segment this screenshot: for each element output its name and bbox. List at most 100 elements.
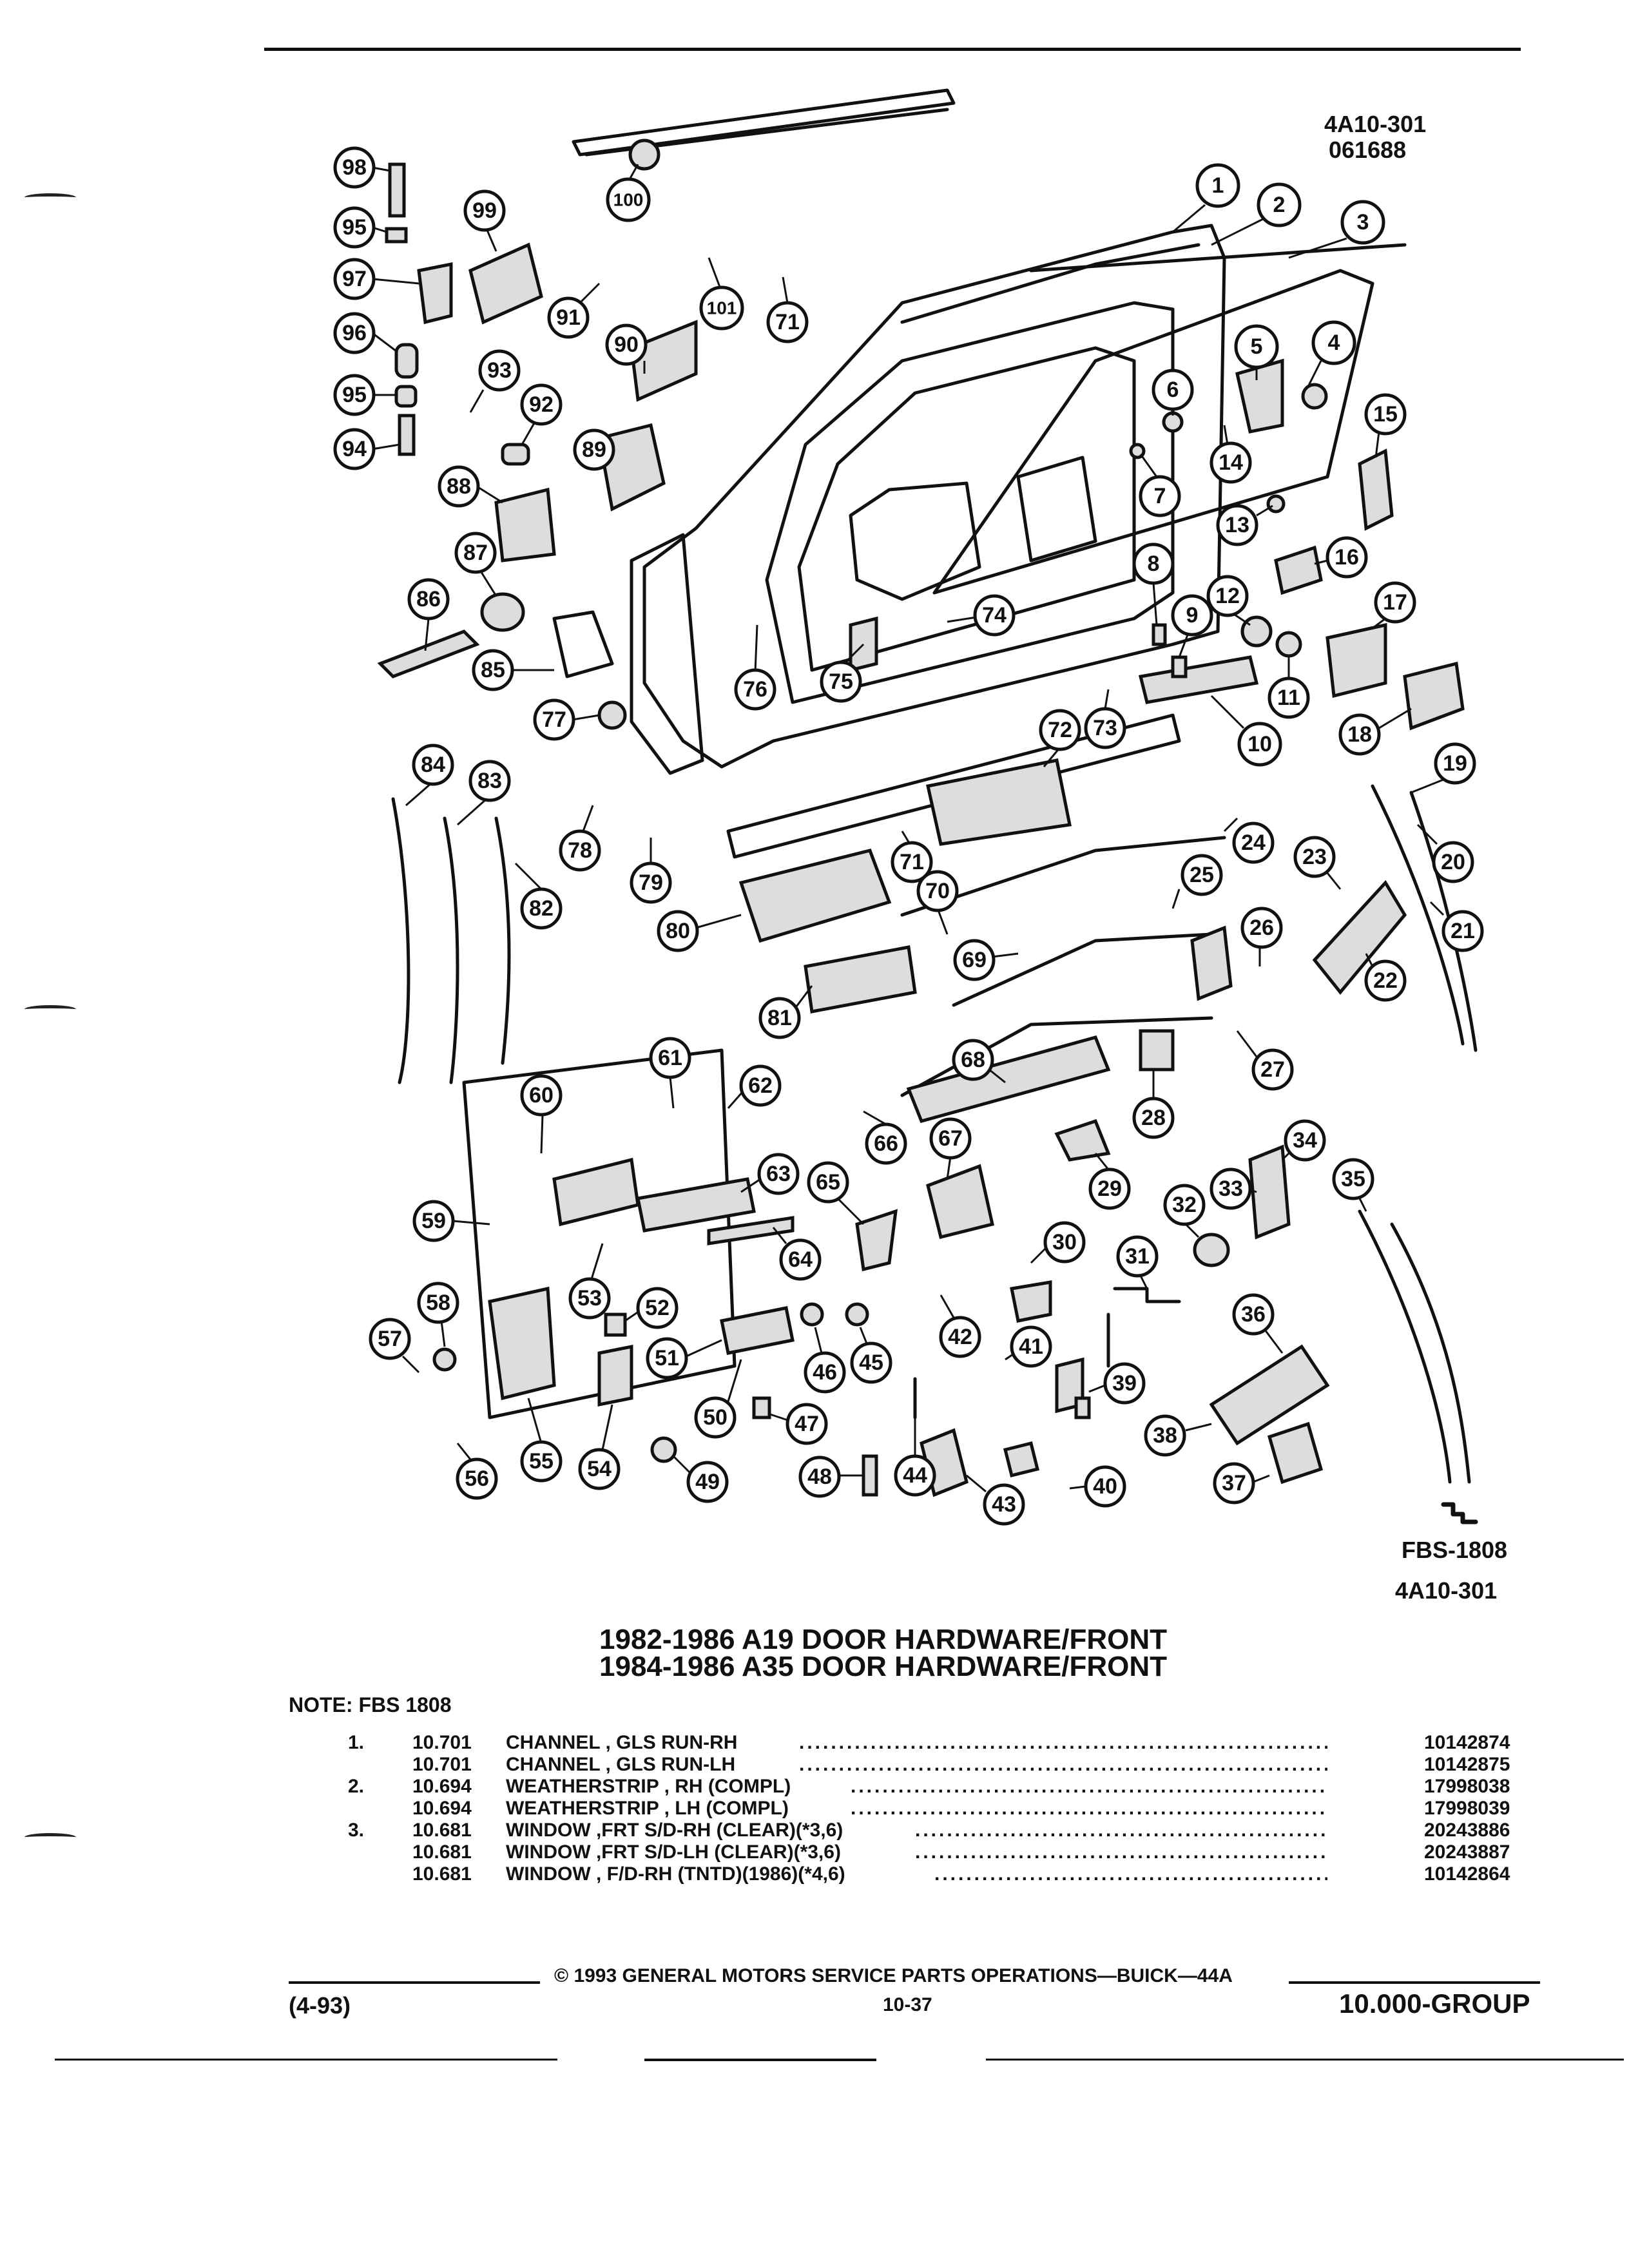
svg-text:69: 69 (962, 948, 987, 972)
svg-text:92: 92 (529, 392, 554, 417)
callout-65: 65 (807, 1161, 865, 1225)
fbs-label: FBS-1808 (1402, 1537, 1508, 1563)
svg-text:3: 3 (1357, 210, 1369, 235)
svg-text:48: 48 (807, 1465, 832, 1489)
punch-mark (24, 1833, 76, 1841)
svg-text:96: 96 (342, 321, 367, 345)
svg-text:38: 38 (1153, 1423, 1177, 1448)
callout-31: 31 (1116, 1235, 1159, 1289)
item-number: 3. (348, 1820, 365, 1841)
leader-dots: ........................................… (934, 1863, 1327, 1885)
svg-text:81: 81 (767, 1006, 792, 1030)
svg-text:98: 98 (342, 155, 367, 180)
callout-86: 86 (407, 578, 450, 651)
svg-text:8: 8 (1148, 552, 1160, 576)
callout-97: 97 (333, 258, 419, 300)
svg-text:14: 14 (1219, 450, 1243, 475)
svg-text:70: 70 (925, 879, 950, 903)
svg-text:71: 71 (900, 850, 924, 874)
item-number: 2. (348, 1776, 365, 1797)
svg-text:16: 16 (1335, 545, 1359, 570)
svg-text:61: 61 (658, 1046, 682, 1070)
footer-rule-left (289, 1981, 540, 1984)
svg-text:72: 72 (1048, 718, 1072, 742)
svg-text:65: 65 (816, 1170, 840, 1195)
svg-text:33: 33 (1219, 1177, 1243, 1201)
punch-mark (24, 1005, 76, 1014)
svg-text:90: 90 (614, 332, 639, 357)
svg-text:7: 7 (1154, 484, 1166, 508)
callout-79: 79 (630, 838, 672, 904)
svg-text:75: 75 (829, 669, 853, 694)
callout-89: 89 (573, 428, 615, 471)
svg-text:89: 89 (582, 437, 606, 462)
svg-text:9: 9 (1186, 603, 1199, 628)
callout-72: 72 (1039, 709, 1081, 767)
callout-73: 73 (1084, 689, 1126, 749)
svg-text:50: 50 (703, 1405, 728, 1430)
description: WINDOW ,FRT S/D-LH (CLEAR)(*3,6) (506, 1841, 841, 1863)
callout-25: 25 (1171, 854, 1223, 909)
svg-text:67: 67 (938, 1126, 963, 1151)
svg-text:37: 37 (1222, 1471, 1246, 1495)
group-number: 10.701 (412, 1754, 472, 1775)
callout-91: 91 (547, 282, 601, 339)
svg-text:87: 87 (463, 541, 488, 565)
callout-62: 62 (727, 1064, 782, 1109)
svg-text:42: 42 (948, 1325, 972, 1349)
callout-3: 3 (1288, 200, 1385, 259)
callout-63: 63 (740, 1153, 800, 1195)
callout-54: 54 (578, 1404, 621, 1490)
svg-text:56: 56 (465, 1466, 489, 1491)
callout-55: 55 (520, 1398, 563, 1483)
callout-28: 28 (1132, 1070, 1175, 1139)
description: WEATHERSTRIP , RH (COMPL) (506, 1776, 791, 1797)
callout-68: 68 (952, 1039, 1006, 1084)
fbs-logo-icon (1441, 1502, 1478, 1524)
callout-101: 101 (699, 257, 744, 331)
svg-text:68: 68 (961, 1048, 985, 1072)
callout-50: 50 (694, 1359, 742, 1439)
svg-text:51: 51 (655, 1346, 679, 1370)
callout-24: 24 (1223, 817, 1275, 864)
callout-70: 70 (916, 870, 959, 935)
callout-4: 4 (1307, 320, 1356, 387)
callout-95b: 95 (333, 206, 387, 249)
callout-14: 14 (1210, 425, 1252, 484)
group-number: 10.681 (412, 1841, 472, 1863)
parts-row: 3. 10.681 WINDOW ,FRT S/D-RH (CLEAR)(*3,… (335, 1820, 1510, 1843)
callout-8: 8 (1132, 543, 1175, 626)
callout-43: 43 (966, 1474, 1025, 1526)
bottom-rule (55, 2059, 557, 2061)
callout-7: 7 (1139, 454, 1181, 517)
parts-row: 10.694 WEATHERSTRIP , LH (COMPL) .......… (335, 1798, 1510, 1821)
svg-text:20: 20 (1441, 850, 1465, 874)
callout-1: 1 (1172, 163, 1240, 233)
svg-text:36: 36 (1241, 1302, 1266, 1327)
svg-text:32: 32 (1172, 1193, 1197, 1217)
svg-text:6: 6 (1167, 378, 1179, 402)
svg-text:94: 94 (342, 437, 367, 461)
svg-text:58: 58 (426, 1291, 450, 1315)
callout-10: 10 (1210, 695, 1282, 767)
parts-row: 1. 10.701 CHANNEL , GLS RUN-RH .........… (335, 1732, 1510, 1755)
description: CHANNEL , GLS RUN-LH (506, 1754, 736, 1775)
callout-66: 66 (863, 1110, 907, 1165)
callout-42: 42 (939, 1294, 981, 1358)
callout-40: 40 (1069, 1465, 1126, 1508)
svg-text:31: 31 (1125, 1244, 1150, 1269)
leader-dots: ........................................… (799, 1754, 1327, 1775)
callout-15: 15 (1364, 393, 1407, 458)
part-number: 17998039 (1424, 1798, 1510, 1819)
svg-text:97: 97 (342, 267, 367, 291)
svg-text:83: 83 (477, 769, 502, 793)
parts-row: 10.681 WINDOW , F/D-RH (TNTD)(1986)(*4,6… (335, 1863, 1510, 1887)
callout-17: 17 (1372, 581, 1416, 629)
callout-32: 32 (1163, 1184, 1206, 1238)
svg-text:55: 55 (529, 1449, 554, 1474)
svg-text:99: 99 (472, 198, 497, 223)
callout-71: 71 (891, 831, 933, 883)
svg-text:77: 77 (542, 707, 566, 732)
svg-text:28: 28 (1141, 1106, 1166, 1130)
svg-text:41: 41 (1019, 1334, 1043, 1359)
